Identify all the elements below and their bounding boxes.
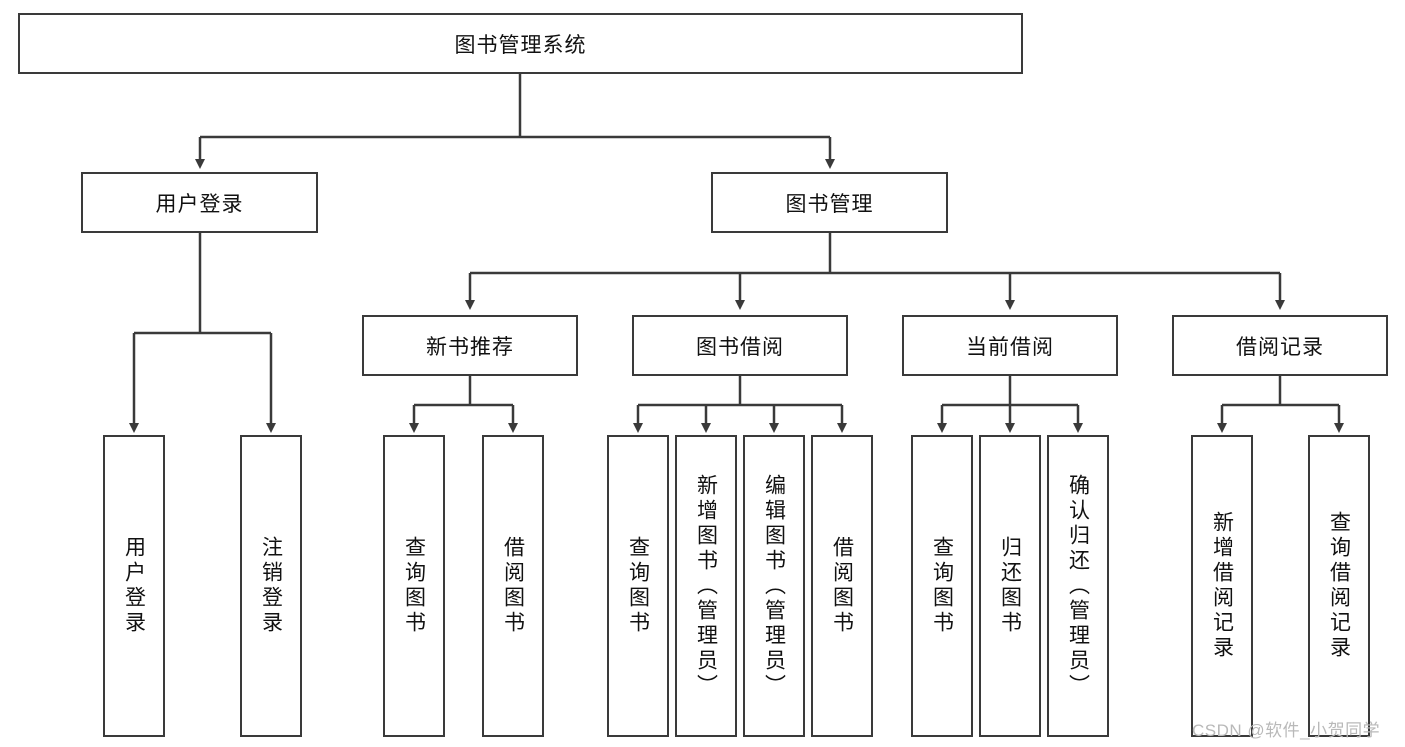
- leaf-borrow-record-query[interactable]: 查询借阅记录: [1308, 435, 1370, 737]
- node-label: 图书管理系统: [454, 33, 587, 57]
- node-label: 归还图书: [998, 536, 1022, 636]
- node-label: 用户登录: [155, 192, 244, 216]
- node-label: 新书推荐: [426, 335, 514, 359]
- node-root-title[interactable]: 图书管理系统: [18, 13, 1023, 74]
- leaf-user-login-logout[interactable]: 注销登录: [240, 435, 302, 737]
- node-label: 借阅图书: [830, 536, 854, 636]
- leaf-new-book-query[interactable]: 查询图书: [383, 435, 445, 737]
- node-label: 借阅记录: [1236, 335, 1324, 359]
- node-borrow-record[interactable]: 借阅记录: [1172, 315, 1388, 376]
- node-label: 借阅图书: [501, 536, 525, 636]
- node-label: 新增借阅记录: [1210, 511, 1234, 661]
- node-label: 注销登录: [259, 536, 283, 636]
- leaf-current-borrow-confirm-return[interactable]: 确认归还（管理员）: [1047, 435, 1109, 737]
- node-label: 图书借阅: [696, 335, 784, 359]
- node-label: 图书管理: [785, 192, 874, 216]
- leaf-user-login-login[interactable]: 用户登录: [103, 435, 165, 737]
- leaf-book-borrow-add[interactable]: 新增图书（管理员）: [675, 435, 737, 737]
- node-label: 用户登录: [122, 536, 146, 636]
- node-label: 确认归还（管理员）: [1066, 473, 1090, 699]
- node-label: 新增图书（管理员）: [694, 473, 718, 699]
- leaf-book-borrow-query[interactable]: 查询图书: [607, 435, 669, 737]
- node-user-login[interactable]: 用户登录: [81, 172, 318, 233]
- node-new-book-recommend[interactable]: 新书推荐: [362, 315, 578, 376]
- leaf-new-book-borrow[interactable]: 借阅图书: [482, 435, 544, 737]
- node-label: 查询图书: [930, 536, 954, 636]
- node-label: 查询借阅记录: [1327, 511, 1351, 661]
- node-label: 查询图书: [626, 536, 650, 636]
- node-current-borrow[interactable]: 当前借阅: [902, 315, 1118, 376]
- leaf-book-borrow-edit[interactable]: 编辑图书（管理员）: [743, 435, 805, 737]
- leaf-book-borrow-borrow[interactable]: 借阅图书: [811, 435, 873, 737]
- node-label: 当前借阅: [966, 335, 1054, 359]
- leaf-current-borrow-return[interactable]: 归还图书: [979, 435, 1041, 737]
- node-book-borrow[interactable]: 图书借阅: [632, 315, 848, 376]
- leaf-current-borrow-query[interactable]: 查询图书: [911, 435, 973, 737]
- node-label: 查询图书: [402, 536, 426, 636]
- node-label: 编辑图书（管理员）: [762, 473, 786, 699]
- csdn-watermark: CSDN @软件_小贺同学: [1192, 721, 1381, 740]
- node-book-management[interactable]: 图书管理: [711, 172, 948, 233]
- leaf-borrow-record-add[interactable]: 新增借阅记录: [1191, 435, 1253, 737]
